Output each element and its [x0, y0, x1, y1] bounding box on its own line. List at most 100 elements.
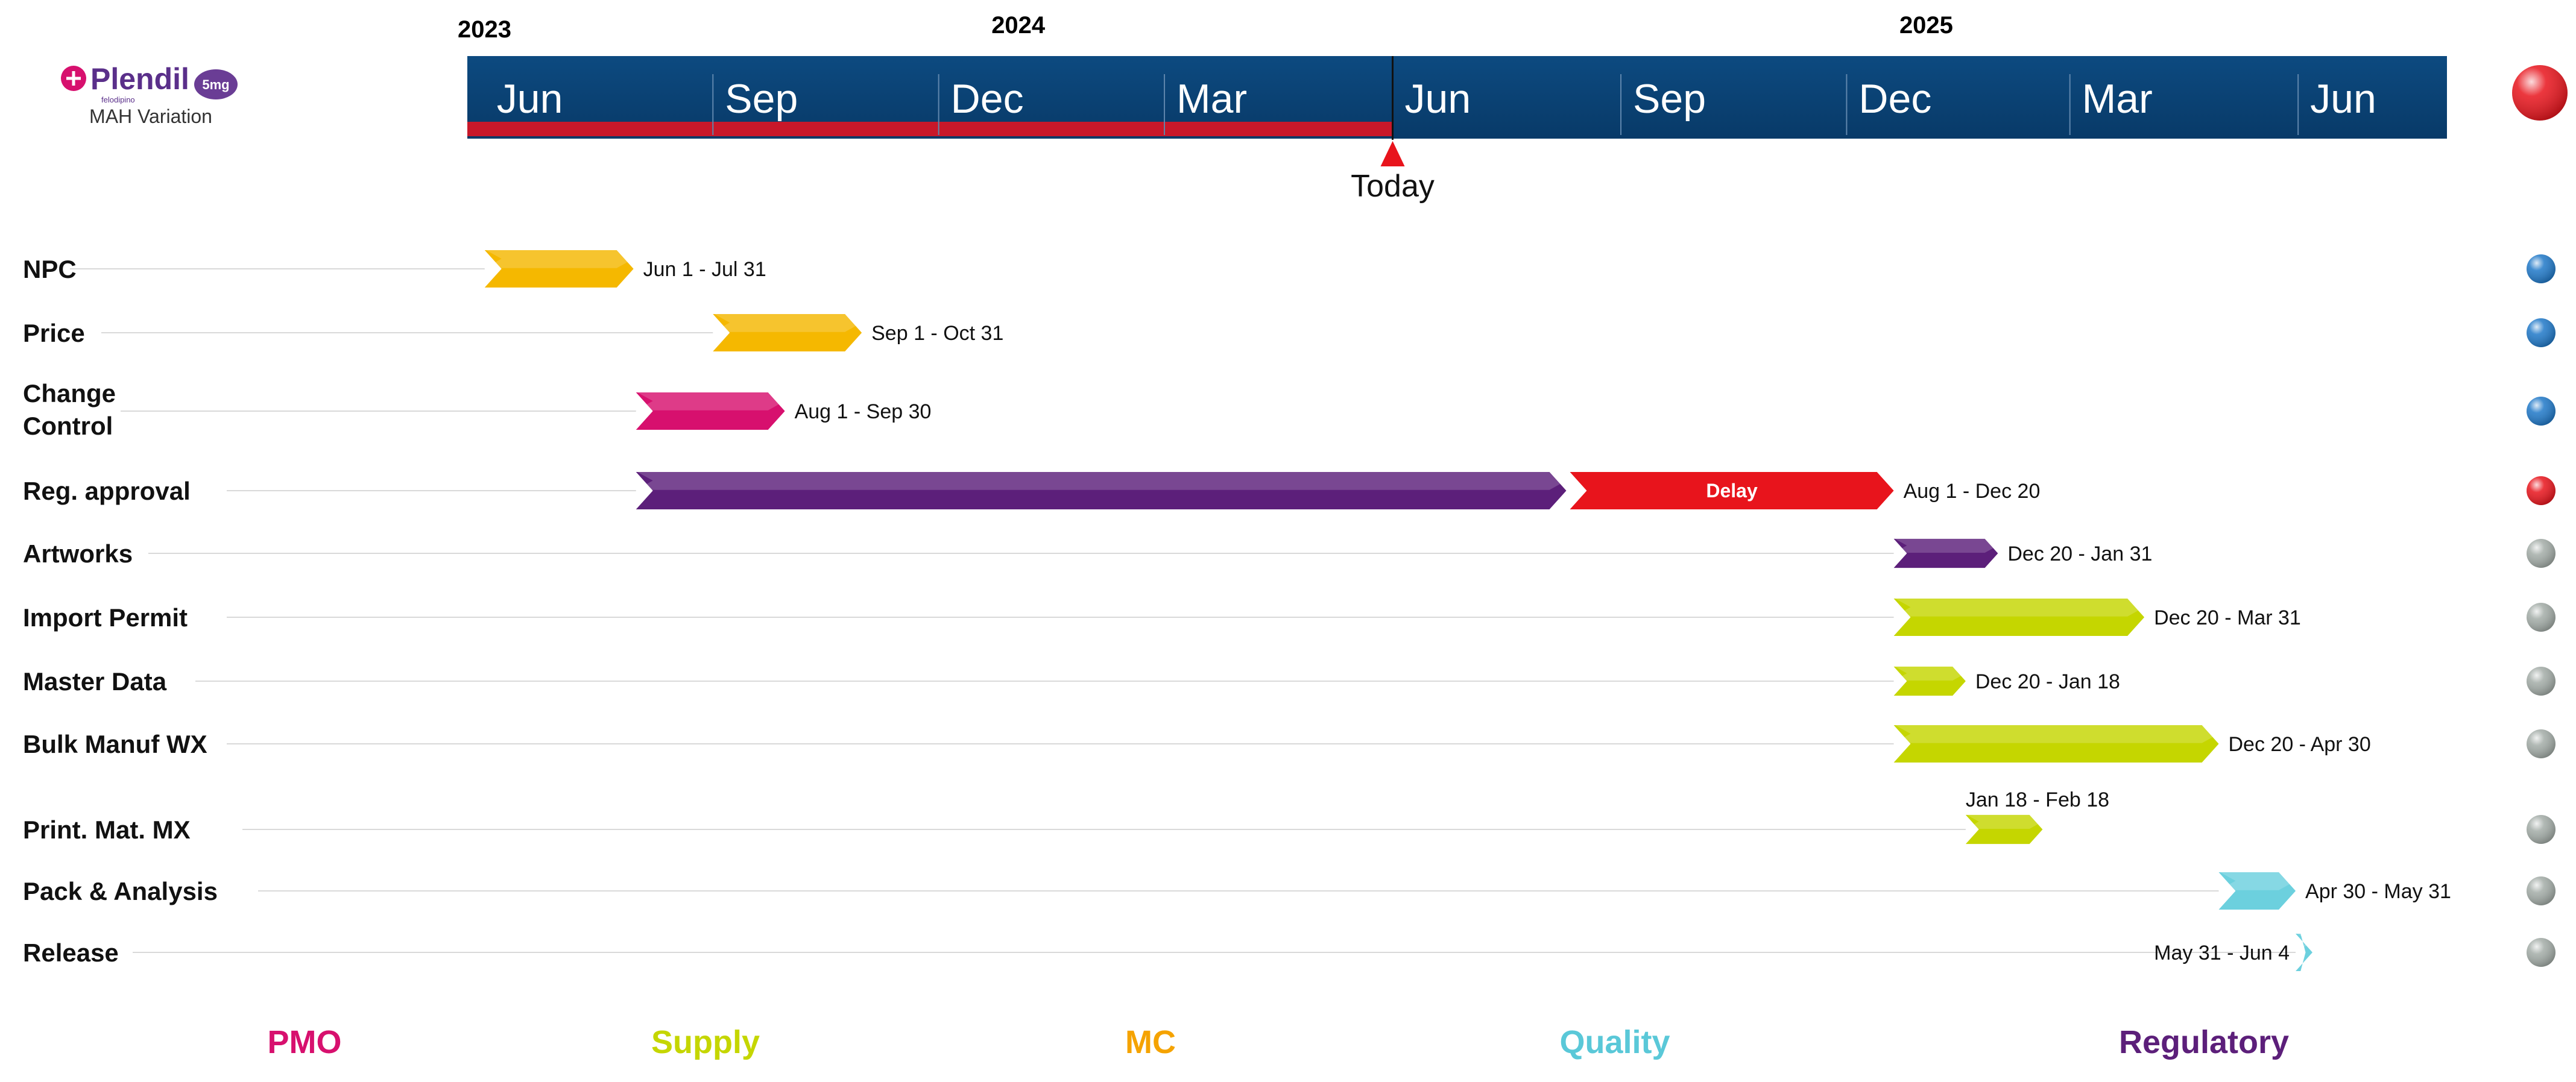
task-bar	[1893, 666, 1966, 696]
task-status-shine	[2527, 397, 2555, 426]
month-label: Jun	[2310, 76, 2376, 122]
task-label: Release	[23, 939, 119, 967]
task-bar-highlight	[484, 249, 634, 268]
month-label: Jun	[1405, 76, 1471, 122]
overall-status-shine	[2512, 65, 2568, 121]
task-bar	[636, 392, 785, 430]
task-date-label: Apr 30 - May 31	[2305, 880, 2451, 903]
task-row: Price Sep 1 - Oct 31	[23, 313, 2555, 351]
task-date-label: May 31 - Jun 4	[2154, 942, 2290, 964]
month-label: Mar	[1176, 76, 1247, 122]
task-bar-highlight	[1893, 538, 1998, 553]
task-row: Artworks Dec 20 - Jan 31	[23, 538, 2555, 568]
plendil-logo-cross	[66, 71, 81, 86]
logo-dose: 5mg	[202, 77, 229, 92]
task-status-shine	[2527, 729, 2555, 758]
task-label: Bulk Manuf WX	[23, 730, 207, 758]
task-bar	[1893, 538, 1998, 568]
task-date-label: Dec 20 - Jan 31	[2007, 543, 2152, 565]
timeline-header: Jun Sep Dec Mar Jun Sep Dec Mar Jun 2023 2024 2025	[458, 12, 2447, 139]
task-status-shine	[2527, 815, 2555, 844]
task-row: Bulk Manuf WX Dec 20 - Apr 30	[23, 724, 2555, 763]
task-bar-highlight	[636, 471, 1567, 490]
task-row: Reg. approval Delay Aug 1 - Dec 20	[23, 471, 2555, 509]
task-status-shine	[2527, 603, 2555, 632]
legend-item: Supply	[651, 1024, 760, 1060]
task-row: Import Permit Dec 20 - Mar 31	[23, 597, 2555, 636]
task-row: Release May 31 - Jun 4	[23, 933, 2555, 971]
task-row: Print. Mat. MX Jan 18 - Feb 18	[23, 788, 2555, 845]
today-marker: Today	[1351, 56, 1435, 204]
task-bar	[1893, 725, 2219, 763]
task-row: Pack & Analysis Apr 30 - May 31	[23, 871, 2555, 910]
task-bar	[2296, 934, 2312, 971]
delay-label: Delay	[1706, 480, 1758, 502]
task-status-shine	[2527, 254, 2555, 283]
logo-caption: MAH Variation	[89, 105, 212, 127]
legend-item: Regulatory	[2119, 1024, 2289, 1060]
today-label: Today	[1351, 169, 1435, 204]
task-date-label: Jan 18 - Feb 18	[1966, 788, 2109, 811]
task-bar-highlight	[2218, 871, 2296, 890]
year-labels: 2023 2024 2025	[458, 12, 1953, 43]
month-label: Mar	[2082, 76, 2153, 122]
task-row: NPC Jun 1 - Jul 31	[23, 249, 2555, 288]
task-bar-highlight	[1893, 665, 1966, 681]
task-label: Price	[23, 319, 85, 347]
task-rows: NPC Jun 1 - Jul 31 Price Sep 1 - Oct 31 Chan…	[23, 249, 2555, 971]
today-arrow	[1380, 141, 1405, 166]
task-label: NPC	[23, 255, 77, 283]
task-bar	[2218, 872, 2296, 910]
task-bar-highlight	[713, 313, 862, 332]
task-bar	[1893, 599, 2145, 636]
legend-item: Quality	[1559, 1024, 1670, 1060]
task-date-label: Dec 20 - Apr 30	[2229, 733, 2371, 756]
month-label: Dec	[1858, 76, 1931, 122]
task-label: Artworks	[23, 539, 133, 568]
month-label: Dec	[951, 76, 1024, 122]
task-status-shine	[2527, 876, 2555, 905]
task-bar-highlight	[636, 391, 785, 410]
task-label: Reg. approval	[23, 477, 191, 505]
task-bar-highlight	[1893, 597, 2145, 617]
task-row: Master Data Dec 20 - Jan 18	[23, 665, 2555, 696]
task-status-shine	[2527, 667, 2555, 696]
task-date-label: Aug 1 - Dec 20	[1904, 480, 2041, 503]
month-ticks: Jun Sep Dec Mar Jun Sep Dec Mar Jun	[497, 74, 2376, 135]
year-label: 2025	[1899, 12, 1953, 39]
task-label: Print. Mat. MX	[23, 816, 191, 844]
task-status-shine	[2527, 938, 2555, 967]
task-bar-highlight	[2296, 933, 2312, 952]
month-label: Sep	[725, 76, 798, 122]
task-status-shine	[2527, 476, 2555, 505]
task-date-label: Dec 20 - Jan 18	[1975, 670, 2120, 693]
month-label: Jun	[497, 76, 563, 122]
task-label: Import Permit	[23, 603, 188, 632]
legend-item: PMO	[267, 1024, 341, 1060]
task-status-shine	[2527, 539, 2555, 568]
year-label: 2023	[458, 16, 511, 43]
logo-dose-badge	[194, 69, 238, 99]
task-label: Pack & Analysis	[23, 877, 218, 905]
year-label: 2024	[991, 12, 1046, 39]
overall-status-indicator	[2512, 65, 2568, 121]
task-date-label: Jun 1 - Jul 31	[643, 258, 766, 281]
task-label: Master Data	[23, 667, 167, 696]
task-status-shine	[2527, 318, 2555, 347]
task-date-label: Sep 1 - Oct 31	[871, 322, 1003, 345]
task-bar-highlight	[1893, 724, 2219, 743]
task-bar-highlight	[1965, 814, 2043, 829]
delay-bar	[1570, 472, 1894, 509]
task-bar	[636, 472, 1567, 509]
task-date-label: Dec 20 - Mar 31	[2154, 606, 2301, 629]
month-label: Sep	[1633, 76, 1706, 122]
task-bar	[1965, 814, 2043, 845]
task-bar	[484, 250, 634, 288]
logo-generic: felodipino	[101, 95, 135, 104]
task-bar	[713, 314, 862, 351]
elapsed-progress-bar	[467, 122, 1393, 136]
